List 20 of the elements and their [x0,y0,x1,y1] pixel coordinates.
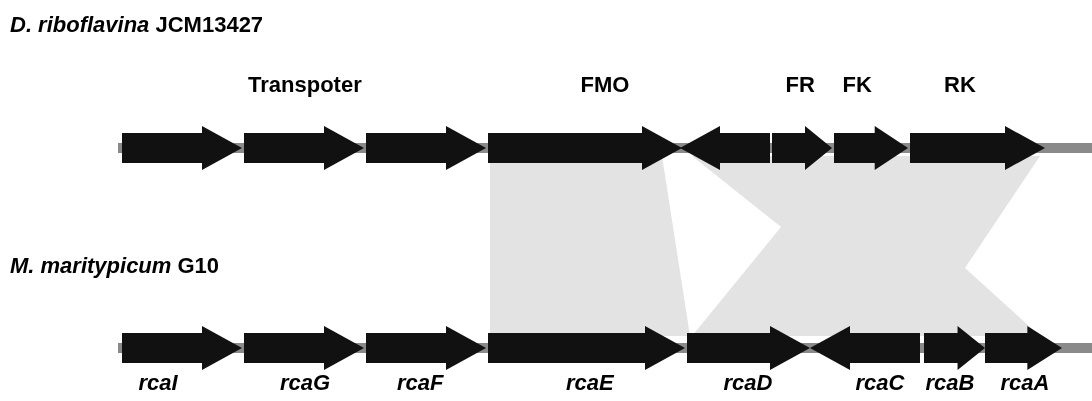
gene-label: rcaE [566,370,614,396]
homology-band [490,156,690,336]
gene-symbol [366,126,486,170]
gene-label: FR [785,72,815,98]
gene-label: rcaB [925,370,975,396]
gene-symbol [680,126,770,170]
gene-label: RK [944,72,976,98]
homology-band [692,156,1040,336]
gene-label: FK [842,72,872,98]
gene-label: FMO [580,72,630,98]
gene-symbol [122,126,242,170]
gene-label: rcaC [855,370,905,396]
gene-label: rcaD [723,370,773,396]
gene-label: rcaA [1000,370,1050,396]
gene-label: rcaI [138,370,178,396]
gene-label: rcaF [397,370,444,396]
gene-label: rcaG [280,370,331,396]
organism-title: D. riboflavina JCM13427 [10,12,264,38]
organism-title: M. maritypicum G10 [10,253,220,279]
gene-label: Transpoter [248,72,362,98]
